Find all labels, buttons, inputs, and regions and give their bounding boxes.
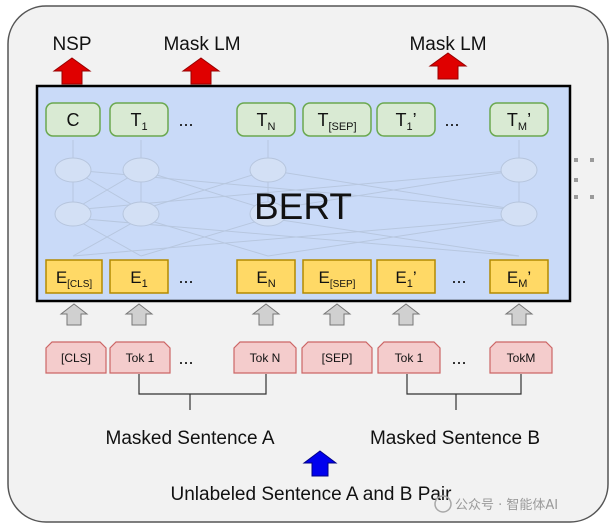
sentence-b-bracket: [406, 374, 522, 410]
svg-text:E1’: E1’: [395, 268, 416, 290]
mask-lm-label-1: Mask LM: [163, 34, 240, 55]
gray-arrow-icon: [59, 303, 89, 326]
svg-text:TM’: TM’: [507, 110, 531, 133]
dotted-continuation: [574, 158, 594, 199]
red-arrow-icon: [428, 52, 468, 80]
svg-text:公众号 · 智能体AI: 公众号 · 智能体AI: [455, 498, 558, 513]
red-arrow-icon: [181, 57, 221, 85]
embedding-token: E[SEP]: [302, 259, 372, 294]
ellipsis: ...: [178, 348, 193, 368]
svg-text:T1: T1: [130, 110, 147, 133]
output-token: TN: [236, 102, 296, 137]
watermark: 公众号 · 智能体AI: [434, 495, 558, 513]
nsp-label: NSP: [52, 34, 91, 55]
embedding-token: E1’: [376, 259, 436, 294]
input-token: Tok 1: [377, 341, 441, 374]
svg-text:E[SEP]: E[SEP]: [319, 268, 356, 290]
gray-arrow-row: [59, 303, 534, 326]
input-token: TokM: [489, 341, 553, 374]
embedding-token: EM’: [489, 259, 549, 294]
gray-arrow-icon: [124, 303, 154, 326]
svg-text:Tok 1: Tok 1: [395, 351, 424, 365]
network-nodes: [54, 157, 538, 227]
output-token: TM’: [489, 102, 549, 137]
input-token-row: [CLS] Tok 1 ... Tok N [SEP] Tok 1 ... To…: [45, 341, 553, 374]
mask-lm-label-2: Mask LM: [409, 34, 486, 55]
svg-text:[CLS]: [CLS]: [61, 351, 91, 365]
ellipsis: ...: [178, 267, 193, 287]
red-arrow-icon: [52, 57, 92, 85]
svg-text:E[CLS]: E[CLS]: [56, 268, 93, 290]
output-token-row: C T1 ... TN T[SEP] T1’ ... TM’: [45, 102, 549, 137]
bert-title: BERT: [254, 186, 352, 227]
embedding-token: E1: [109, 259, 169, 294]
blue-arrow-icon: [302, 450, 338, 477]
embedding-token: EN: [236, 259, 296, 294]
sentence-a-label: Masked Sentence A: [106, 428, 275, 449]
gray-arrow-icon: [322, 303, 352, 326]
input-token: [CLS]: [45, 341, 107, 374]
svg-text:TokM: TokM: [507, 351, 536, 365]
input-token: Tok 1: [109, 341, 171, 374]
svg-text:E1: E1: [130, 268, 147, 290]
gray-arrow-icon: [391, 303, 421, 326]
output-token: T[SEP]: [302, 102, 372, 137]
svg-text:TN: TN: [257, 110, 276, 133]
output-token: T1: [109, 102, 169, 137]
embedding-token: E[CLS]: [45, 259, 103, 294]
svg-text:EN: EN: [256, 268, 275, 290]
ellipsis: ...: [451, 348, 466, 368]
input-token: Tok N: [233, 341, 297, 374]
gray-arrow-icon: [504, 303, 534, 326]
sentence-b-label: Masked Sentence B: [370, 428, 540, 449]
pair-label: Unlabeled Sentence A and B Pair: [171, 484, 453, 505]
input-token: [SEP]: [301, 341, 373, 374]
output-token: T1’: [376, 102, 436, 137]
svg-text:EM’: EM’: [507, 268, 531, 290]
ellipsis: ...: [178, 110, 193, 130]
output-token: C: [45, 102, 101, 137]
svg-text:[SEP]: [SEP]: [322, 351, 353, 365]
embedding-row: E[CLS] E1 ... EN E[SEP] E1’ ... EM’: [45, 259, 549, 294]
svg-text:T[SEP]: T[SEP]: [317, 110, 356, 133]
sentence-a-bracket: [138, 374, 267, 410]
ellipsis: ...: [451, 267, 466, 287]
svg-text:C: C: [67, 110, 80, 130]
gray-arrow-icon: [251, 303, 281, 326]
svg-text:Tok N: Tok N: [250, 351, 281, 365]
ellipsis: ...: [444, 110, 459, 130]
svg-text:T1’: T1’: [395, 110, 416, 133]
svg-text:Tok 1: Tok 1: [126, 351, 155, 365]
